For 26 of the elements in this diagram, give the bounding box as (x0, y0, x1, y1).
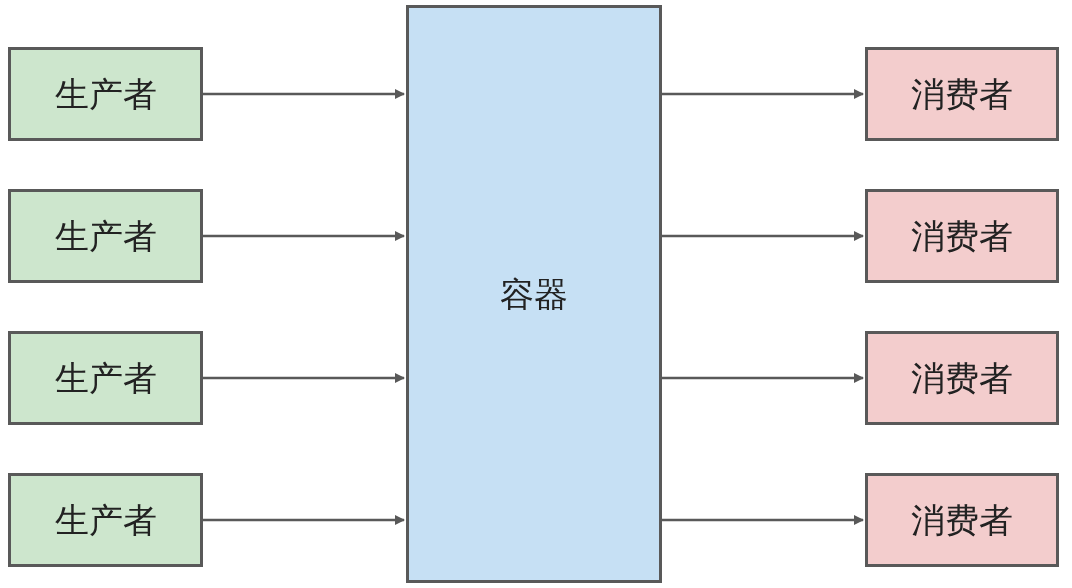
node-label: 生产者 (54, 499, 157, 541)
arrow (662, 231, 864, 241)
arrow (203, 373, 405, 383)
node-label: 消费者 (911, 499, 1013, 541)
consumer-box (865, 473, 1059, 567)
arrow (662, 373, 864, 383)
arrow (203, 89, 405, 99)
node-label: 消费者 (911, 357, 1013, 399)
node-label: 生产者 (54, 215, 157, 257)
producer-box (8, 189, 203, 283)
producer-box (8, 331, 203, 425)
consumer-box (865, 189, 1059, 283)
node-label: 消费者 (911, 73, 1013, 115)
arrow (662, 515, 864, 525)
container-box (406, 5, 662, 583)
consumer-box (865, 331, 1059, 425)
consumer-box (865, 47, 1059, 141)
arrow (203, 515, 405, 525)
node-label: 生产者 (54, 73, 157, 115)
arrow (203, 231, 405, 241)
node-label: 消费者 (911, 215, 1013, 257)
arrow (662, 89, 864, 99)
node-label: 生产者 (54, 357, 157, 399)
producer-box (8, 473, 203, 567)
producer-box (8, 47, 203, 141)
node-label: 容器 (500, 273, 568, 315)
